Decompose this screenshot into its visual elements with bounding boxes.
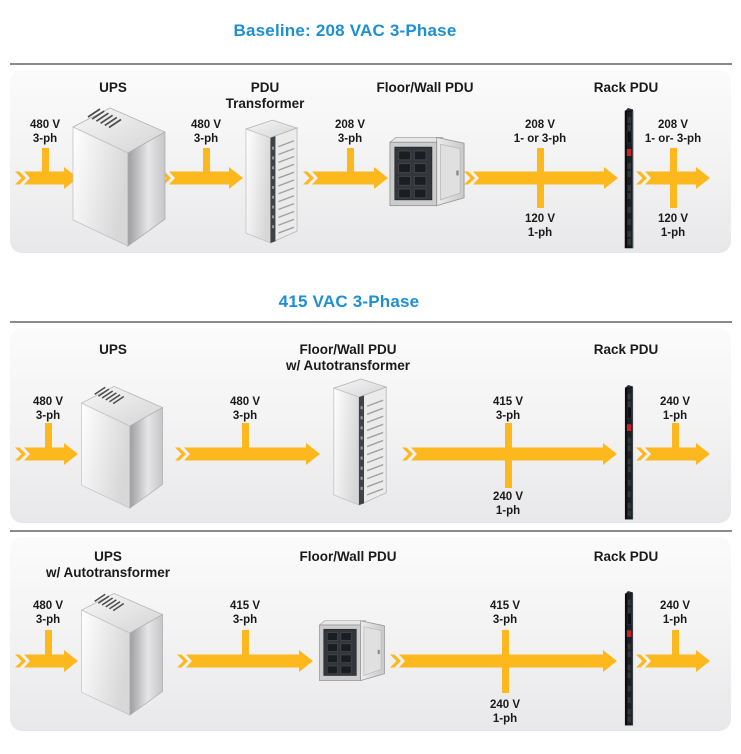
power-flow-arrow [160,167,243,189]
voltage-tap-line [41,148,49,172]
power-flow-arrow [303,167,388,189]
floor-wall-pdu-icon [388,135,466,210]
power-flow-arrow [177,650,313,672]
power-flow-arrow [15,443,78,465]
voltage-tap-line [241,423,249,448]
ups-icon [75,382,169,509]
divider-line [10,321,732,323]
ups-icon [72,103,166,247]
divider-line [10,530,732,532]
equipment-label-ups: UPS [99,80,127,95]
power-flow-arrow [636,443,710,465]
equipment-label-rack-pdu: Rack PDU [593,342,659,357]
divider-line [10,63,732,65]
section-title-415: 415 VAC 3-Phase [278,292,420,311]
power-flow-arrow [390,650,617,672]
equipment-label-floor-wall-pdu: Floor/Wall PDU [299,549,397,564]
equipment-label-ups: UPS [99,342,127,357]
equipment-label-ups-autotransformer: UPS w/ Autotransformer [45,549,170,580]
equipment-label-floor-wall-pdu: Floor/Wall PDU [376,80,474,95]
power-flow-arrow [636,650,710,672]
power-flow-arrow [402,443,617,465]
voltage-tap-line [241,630,249,655]
pdu-transformer-icon [244,116,299,248]
voltage-tap-line [202,148,210,172]
rack-pdu-icon [622,384,636,522]
voltage-tap-line [44,630,52,655]
equipment-label-floor-wall-pdu-autotransformer: Floor/Wall PDU w/ Autotransformer [285,342,410,373]
power-flow-arrow [175,443,320,465]
ups-autotransformer-icon [75,589,169,716]
floor-wall-pdu-icon [316,619,388,684]
power-flow-arrow [636,167,710,189]
rack-pdu-icon [622,107,636,251]
equipment-label-rack-pdu: Rack PDU [593,80,659,95]
voltage-tap-line [671,423,679,448]
equipment-label-pdu-transformer: PDU Transformer [225,80,305,111]
voltage-tap-line [44,423,52,448]
floor-wall-pdu-autotransformer-icon [321,376,399,509]
voltage-tap-line [346,148,354,172]
power-flow-arrow [15,650,78,672]
equipment-label-rack-pdu: Rack PDU [593,549,659,564]
rack-pdu-icon [622,590,636,728]
power-flow-arrow [464,167,618,189]
section-title-baseline-208: Baseline: 208 VAC 3-Phase [233,21,457,40]
voltage-tap-line [671,630,679,655]
power-flow-arrow [15,167,78,189]
